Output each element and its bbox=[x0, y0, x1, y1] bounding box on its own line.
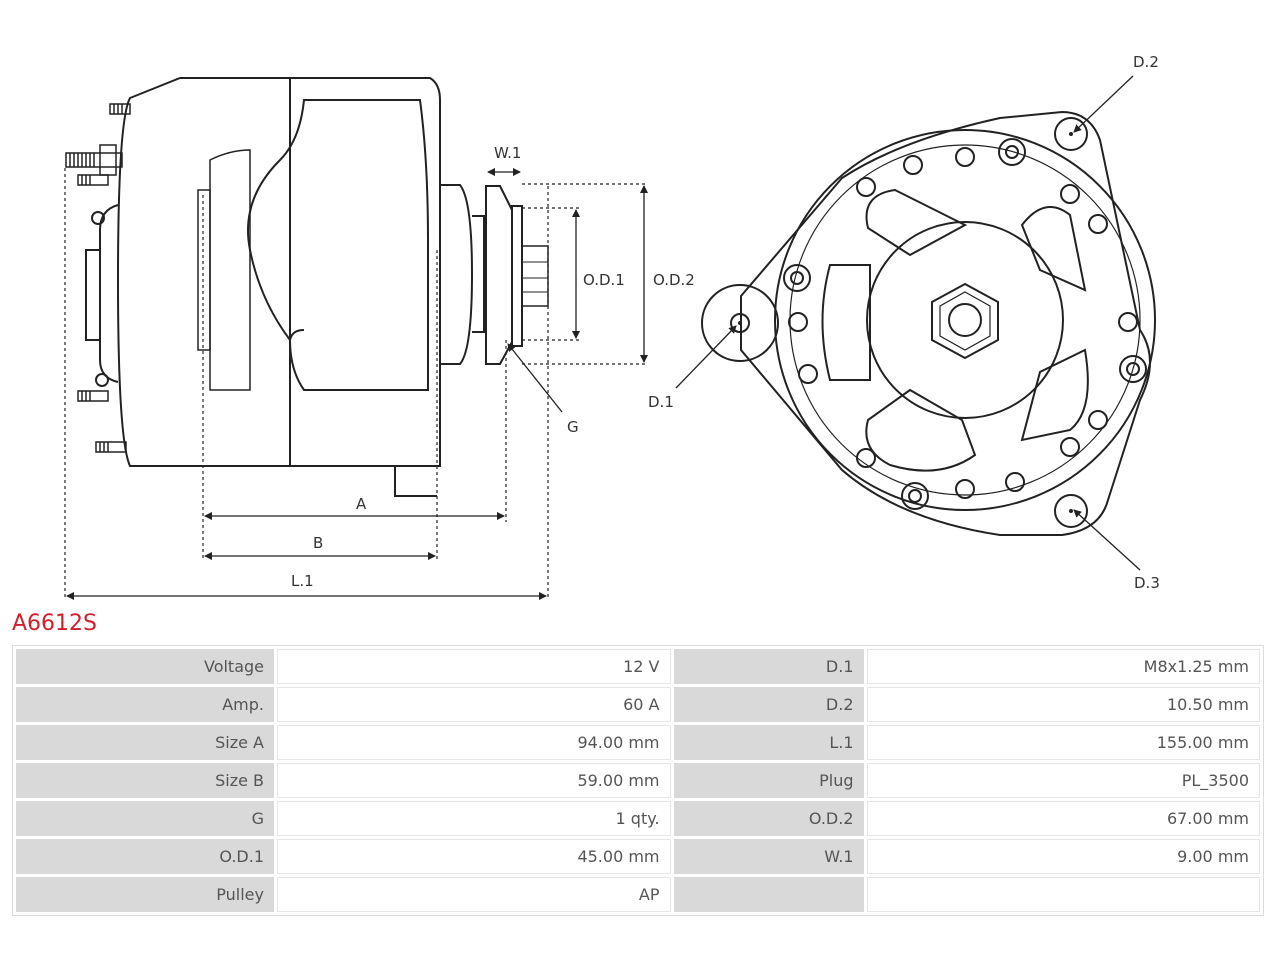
spec-key: O.D.1 bbox=[16, 839, 274, 874]
spec-key: Size B bbox=[16, 763, 274, 798]
d1-center-dot bbox=[738, 321, 742, 325]
d3-label: D.3 bbox=[1134, 574, 1160, 592]
spec-value: 155.00 mm bbox=[866, 725, 1260, 760]
spec-key: Plug bbox=[673, 763, 864, 798]
table-row: O.D.1 45.00 mm W.1 9.00 mm bbox=[16, 839, 1260, 874]
spec-value: 1 qty. bbox=[277, 801, 671, 836]
od1-label: O.D.1 bbox=[583, 271, 625, 289]
alternator-front-view bbox=[701, 110, 1156, 536]
spec-key: G bbox=[16, 801, 274, 836]
spec-key: Size A bbox=[16, 725, 274, 760]
dimension-arrows bbox=[66, 168, 648, 600]
spec-value: 94.00 mm bbox=[277, 725, 671, 760]
table-row: G 1 qty. O.D.2 67.00 mm bbox=[16, 801, 1260, 836]
spec-value: 9.00 mm bbox=[866, 839, 1260, 874]
spec-value: 60 A bbox=[277, 687, 671, 722]
spec-value: M8x1.25 mm bbox=[866, 649, 1260, 684]
spec-key bbox=[673, 877, 864, 912]
spec-key: Voltage bbox=[16, 649, 274, 684]
spec-value: 10.50 mm bbox=[866, 687, 1260, 722]
spec-value: 45.00 mm bbox=[277, 839, 671, 874]
spec-value: 59.00 mm bbox=[277, 763, 671, 798]
d3-center-dot bbox=[1069, 509, 1073, 513]
spec-key: D.1 bbox=[673, 649, 864, 684]
table-row: Size B 59.00 mm Plug PL_3500 bbox=[16, 763, 1260, 798]
spec-key: Amp. bbox=[16, 687, 274, 722]
front-view-leaders bbox=[675, 75, 1141, 571]
od2-label: O.D.2 bbox=[653, 271, 695, 289]
table-row: Amp. 60 A D.2 10.50 mm bbox=[16, 687, 1260, 722]
spec-key: W.1 bbox=[673, 839, 864, 874]
part-code-title: A6612S bbox=[12, 611, 98, 636]
alternator-side-view bbox=[65, 77, 549, 497]
dimension-reference-lines bbox=[64, 168, 648, 600]
spec-value bbox=[866, 877, 1260, 912]
spec-value: 12 V bbox=[277, 649, 671, 684]
g-label: G bbox=[567, 418, 579, 436]
spec-table: Voltage 12 V D.1 M8x1.25 mm Amp. 60 A D.… bbox=[12, 645, 1264, 916]
d1-label: D.1 bbox=[648, 393, 674, 411]
d2-center-dot bbox=[1069, 132, 1073, 136]
b-label: B bbox=[313, 534, 323, 552]
spec-value: AP bbox=[277, 877, 671, 912]
spec-value: 67.00 mm bbox=[866, 801, 1260, 836]
spec-key: Pulley bbox=[16, 877, 274, 912]
table-row: Pulley AP bbox=[16, 877, 1260, 912]
spec-key: L.1 bbox=[673, 725, 864, 760]
w1-label: W.1 bbox=[494, 144, 521, 162]
d2-label: D.2 bbox=[1133, 53, 1159, 71]
l1-label: L.1 bbox=[291, 572, 314, 590]
alternator-technical-drawing: W.1 O.D.1 O.D.2 G A B L.1 bbox=[64, 53, 1160, 600]
spec-key: D.2 bbox=[673, 687, 864, 722]
spec-key: O.D.2 bbox=[673, 801, 864, 836]
table-row: Voltage 12 V D.1 M8x1.25 mm bbox=[16, 649, 1260, 684]
table-row: Size A 94.00 mm L.1 155.00 mm bbox=[16, 725, 1260, 760]
spec-value: PL_3500 bbox=[866, 763, 1260, 798]
a-label: A bbox=[356, 495, 367, 513]
mounting-studs bbox=[65, 103, 131, 453]
